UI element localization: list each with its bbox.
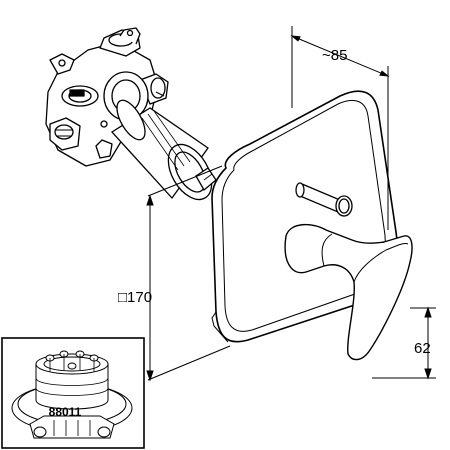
dimension-lines: [146, 26, 436, 382]
inset-mounting-kit: [11, 350, 133, 439]
cartridge: [110, 99, 217, 201]
inset-part-number: 88011: [48, 405, 82, 419]
depth-dimension-label: ~85: [322, 47, 347, 64]
lever-offset-dimension-label: 62: [414, 340, 431, 357]
inset-box: [1, 337, 145, 449]
diverter-knob: [295, 182, 353, 217]
height-dimension-label: □170: [118, 289, 152, 306]
lever-handle: [284, 223, 413, 361]
valve-body: [45, 27, 169, 167]
